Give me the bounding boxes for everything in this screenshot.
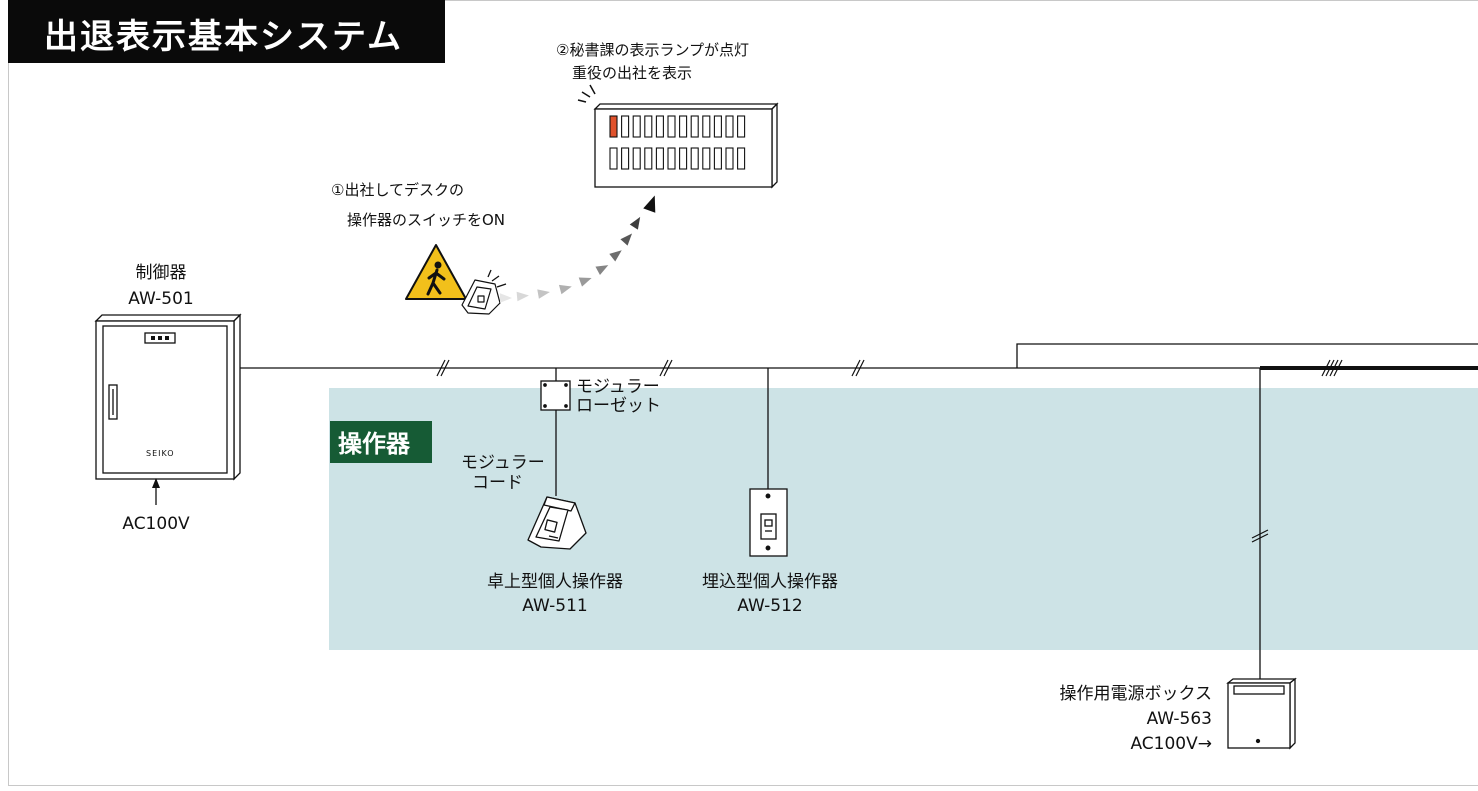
rosette-label-line1: モジュラー: [576, 377, 660, 397]
display-lamp: [679, 115, 688, 138]
title-bar: [8, 0, 445, 63]
upper-bus-line: [1016, 343, 1478, 368]
diagram-frame: [8, 0, 1478, 786]
wire-mark: [440, 359, 450, 377]
wire-mark: [1333, 359, 1343, 377]
display-lamp: [632, 147, 641, 170]
step2-line2: 重役の出社を表示: [572, 64, 693, 82]
wire-count-marks: [436, 359, 1343, 543]
signal-arrow-icon: [629, 216, 641, 230]
power-box-model: AW-563: [1146, 709, 1212, 729]
display-lamp: [690, 147, 699, 170]
power-box-icon: [1226, 677, 1297, 750]
modular-rosette-icon: [540, 380, 571, 411]
power-box-power-label: AC100V→: [1130, 734, 1212, 754]
operator-section-label-box: [330, 421, 432, 463]
step2-line1: ②秘書課の表示ランプが点灯: [556, 41, 749, 59]
operator-section-label: 操作器: [338, 430, 410, 458]
signal-arrow-icon: [643, 195, 656, 213]
controller-power-arrow-icon: [152, 478, 160, 488]
signal-arrow-icon: [595, 265, 609, 276]
controller-power-label: AC100V: [122, 514, 190, 534]
controller-indicator-dots: [151, 336, 169, 340]
lit-lamp: [609, 115, 618, 138]
display-lamp: [655, 147, 664, 170]
cord-label-line2: コード: [472, 473, 523, 493]
display-lamp: [609, 147, 618, 170]
wire-mark: [1251, 529, 1269, 539]
pedestrian-warning-icon: [405, 244, 467, 300]
embedded-operator-icon: [749, 488, 788, 557]
display-lamp: [690, 115, 699, 138]
wiring-lines: [155, 343, 1478, 683]
operator-section-band: [329, 388, 1478, 650]
wire-mark: [1325, 359, 1335, 377]
rosette-label-line2: ローゼット: [576, 396, 661, 416]
display-lamp: [702, 147, 711, 170]
display-lamp: [644, 147, 653, 170]
wire-mark: [851, 359, 861, 377]
desktop-unit-model: AW-511: [522, 596, 588, 616]
signal-arrow-icon: [500, 293, 512, 303]
signal-arrow-icon: [558, 284, 572, 295]
embedded-unit-name: 埋込型個人操作器: [702, 572, 838, 592]
display-lamp: [713, 147, 722, 170]
display-lamp: [621, 147, 630, 170]
desktop-operator-icon: [527, 496, 587, 550]
signal-arrow-icon: [516, 291, 529, 302]
display-lamp: [737, 115, 746, 138]
page-title: 出退表示基本システム: [44, 17, 403, 57]
controller-name: 制御器: [135, 263, 187, 283]
signal-lines-icon: [577, 84, 596, 103]
signal-arrow-icon: [609, 250, 622, 262]
display-lamp: [737, 147, 746, 170]
wire-mark: [436, 359, 446, 377]
display-lamp-grid: [609, 115, 746, 170]
cord-label-line1: モジュラー: [461, 453, 545, 473]
controller-brand-logo: SEIKO: [146, 449, 175, 458]
wire-mark: [659, 359, 669, 377]
display-lamp: [621, 115, 630, 138]
signal-arrow-icon: [620, 233, 633, 246]
wire-mark: [1321, 359, 1331, 377]
display-lamp: [702, 115, 711, 138]
signal-arrow-icon: [578, 277, 592, 287]
step1-line1: ①出社してデスクの: [331, 181, 464, 199]
controller-model: AW-501: [128, 289, 194, 309]
display-lamp: [667, 147, 676, 170]
step1-line2: 操作器のスイッチをON: [347, 211, 506, 229]
signal-arrow-path: [500, 195, 656, 303]
display-lamp: [667, 115, 676, 138]
display-lamp: [725, 147, 734, 170]
signal-arrow-icon: [537, 289, 550, 299]
wire-mark: [855, 359, 865, 377]
display-lamp: [632, 115, 641, 138]
wire-mark: [1251, 533, 1269, 543]
display-lamp: [644, 115, 653, 138]
embedded-unit-model: AW-512: [737, 596, 803, 616]
wire-mark: [1329, 359, 1339, 377]
switch-signal-lines-icon: [487, 269, 507, 288]
display-lamp: [725, 115, 734, 138]
power-box-name: 操作用電源ボックス: [1059, 684, 1213, 704]
display-lamp: [679, 147, 688, 170]
desktop-unit-name: 卓上型個人操作器: [487, 572, 623, 592]
display-lamp: [655, 115, 664, 138]
controller-cabinet: [94, 313, 242, 481]
display-lamp: [713, 115, 722, 138]
desktop-switch-icon: [461, 279, 501, 315]
wire-mark: [663, 359, 673, 377]
